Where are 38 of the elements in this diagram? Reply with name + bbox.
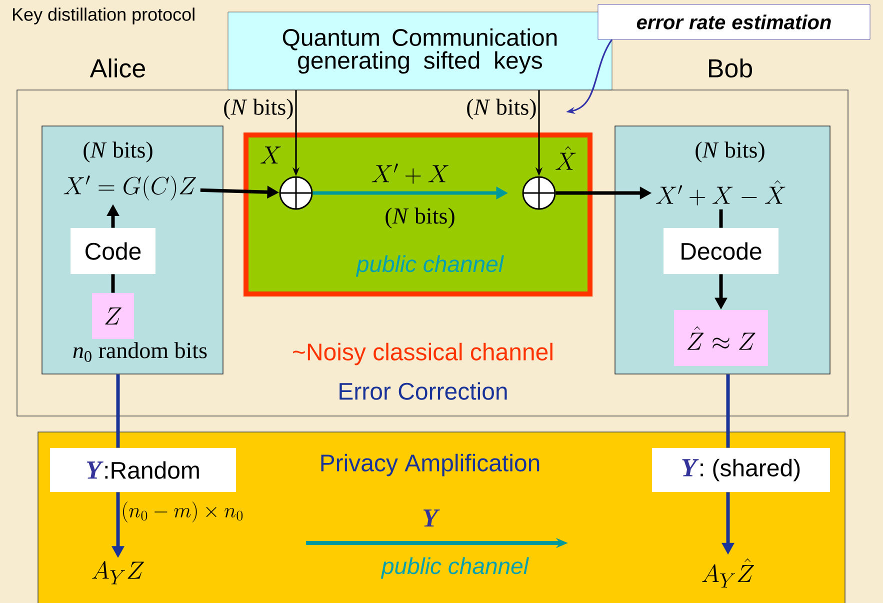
formula: $A_{Y}\hat{Z}$ — [702, 558, 754, 588]
formula: $A_{Y}Z$ — [92, 560, 144, 584]
xor-symbol — [279, 176, 313, 210]
bit-count: n$_{0}$ random bits — [73, 342, 207, 362]
bit-count: (N bits) — [696, 142, 764, 162]
connector-line — [719, 209, 723, 228]
process-box: Code — [70, 228, 156, 274]
note-box: error rate estimation — [598, 4, 870, 40]
variable-label: $X$ — [260, 146, 281, 164]
connector-line — [111, 274, 115, 293]
channel-caption: Error Correction — [340, 382, 507, 400]
connector-line — [726, 374, 730, 448]
process-box: Quantum Communication generating sifted keys — [228, 12, 612, 90]
channel-frame — [16, 90, 848, 416]
bit-count: (N bits) — [84, 142, 152, 162]
variable-label: Y — [423, 509, 440, 527]
variable-box: $Z$ — [92, 293, 134, 339]
xor-symbol — [522, 176, 556, 210]
channel-caption: ~Noisy classical channel — [293, 342, 552, 366]
key-box: Y: (shared) — [652, 448, 830, 492]
title: Key distillation protocol — [13, 8, 194, 24]
edge-label: (N bits) — [222, 98, 295, 121]
variable-box: $\hat{Z}\approx Z$ — [674, 310, 768, 366]
channel-caption: public channel — [356, 255, 504, 277]
section-title: Privacy Amplification — [321, 454, 540, 476]
edge-label: (N bits) — [465, 98, 538, 121]
party-label: Alice — [90, 58, 145, 78]
edge-label: $(n_{0}-m)\times n_{0}$ — [120, 500, 245, 524]
process-box: Decode — [664, 228, 778, 274]
channel-caption: public channel — [380, 557, 529, 579]
bit-count: (N bits) — [386, 208, 454, 228]
variable-label: $\hat{X}$ — [556, 146, 576, 170]
connector-line — [116, 374, 120, 448]
channel-box — [244, 132, 592, 296]
edge-label: $X'+X$ — [370, 162, 451, 185]
formula: $X'=G(C)Z$ — [64, 176, 196, 200]
key-box: Y:Random — [50, 448, 236, 492]
formula: $X'+X-\hat{X}$ — [656, 180, 786, 206]
